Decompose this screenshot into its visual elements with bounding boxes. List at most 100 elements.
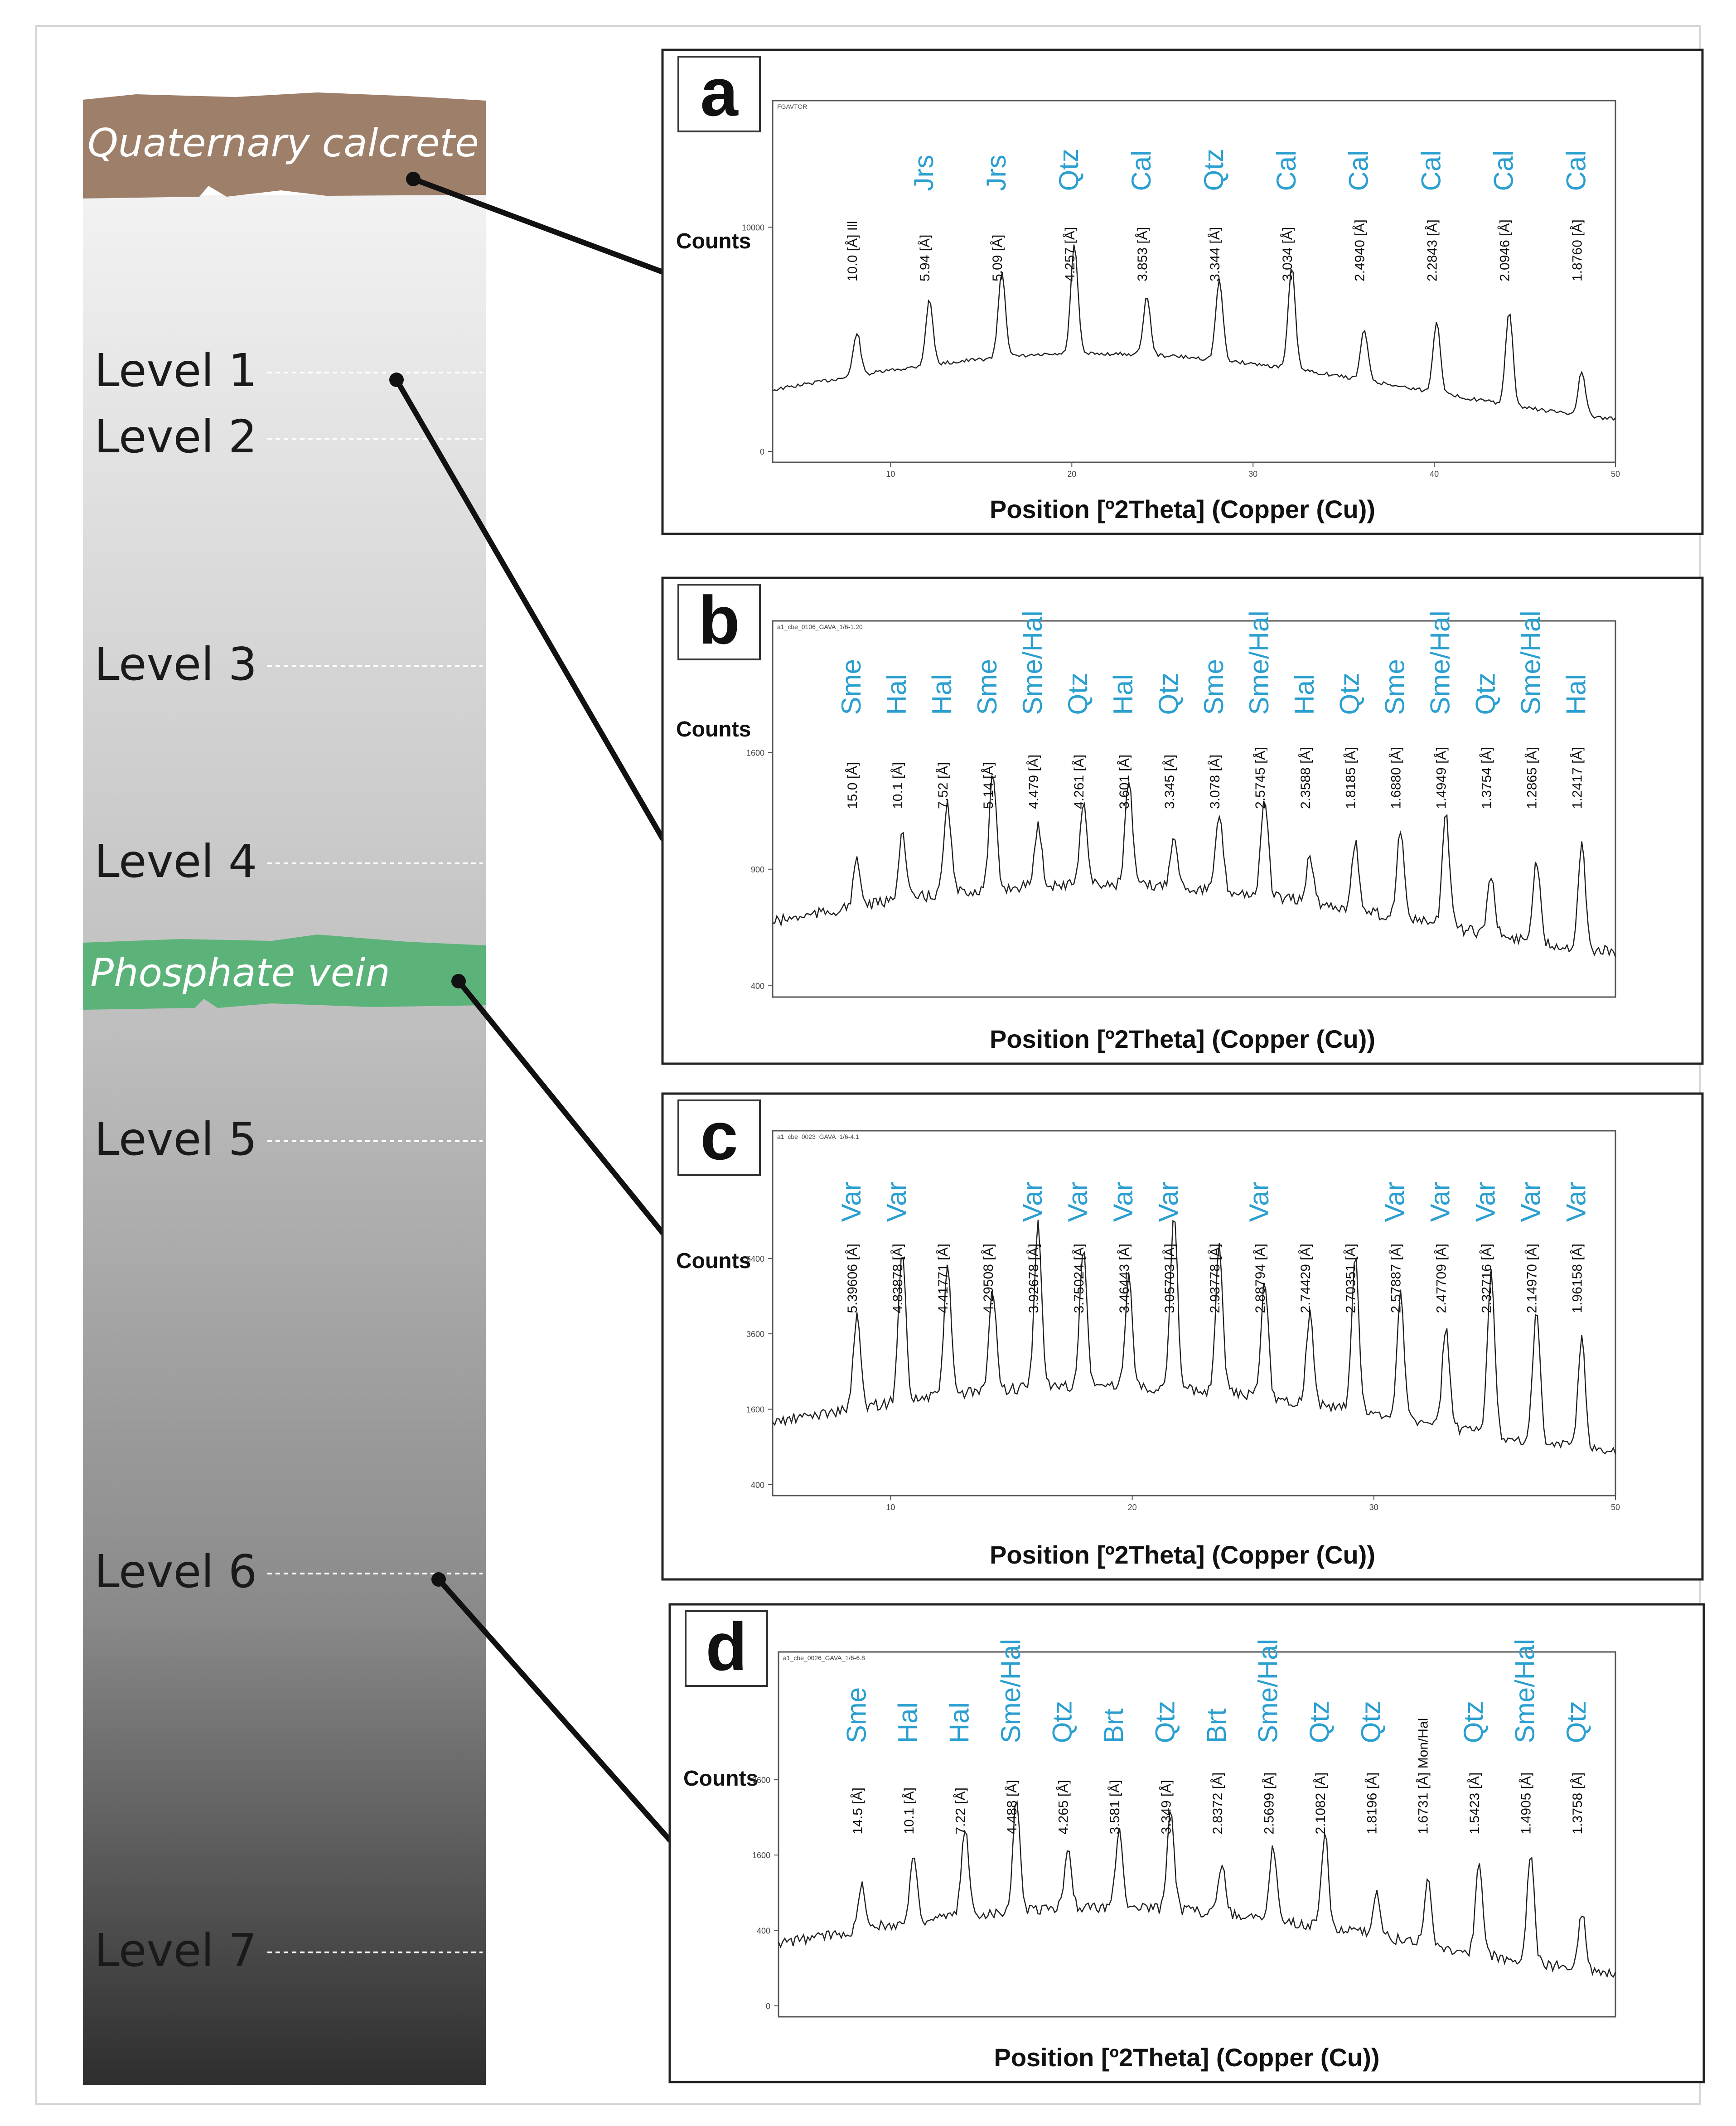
- connector-d: [436, 1577, 672, 1843]
- figure-frame: [35, 25, 1701, 2105]
- panel-d-peak-mineral: Qtz: [1355, 1701, 1386, 1743]
- panel-b-peak-mineral: Qtz: [1063, 673, 1093, 715]
- panel-c-peak-mineral: Var: [1425, 1182, 1456, 1222]
- connector-lines: [389, 172, 672, 1843]
- panel-d-plot-area: [778, 1651, 1616, 2018]
- panel-d-peak-d: 3.581 [Å]: [1107, 1780, 1122, 1834]
- panel-c-xtick-label: 50: [1611, 1503, 1620, 1512]
- panel-d-peak-mineral: Qtz: [1458, 1701, 1489, 1743]
- panel-d-pattern: [778, 1800, 1616, 1978]
- panel-a-peak-mineral: Qtz: [1199, 149, 1229, 191]
- connector-a-dot: [406, 172, 421, 186]
- panel-b-peak-d: 5.14 [Å]: [981, 762, 996, 809]
- panel-c-letter-box: [677, 1099, 761, 1176]
- panel-d-ytick-label: 400: [757, 1926, 770, 1935]
- panel-c-ytick-label: 1600: [746, 1405, 764, 1414]
- panel-c-peak-d: 3.92678 [Å]: [1026, 1244, 1041, 1313]
- connector-b: [394, 377, 665, 841]
- panel-a-letter-box: [677, 56, 761, 132]
- panel-a-peak-mineral: Jrs: [981, 155, 1011, 191]
- panel-c-plot-area: [772, 1130, 1616, 1496]
- panel-c-peak-d: 2.32716 [Å]: [1480, 1244, 1494, 1313]
- panel-c-peak-d: 2.88794 [Å]: [1253, 1244, 1268, 1313]
- panel-a-border: [661, 48, 1704, 535]
- panel-b-peak-d: 2.3588 [Å]: [1298, 747, 1313, 809]
- connector-b-dot: [389, 373, 404, 387]
- panel-b-peak-d: 3.078 [Å]: [1208, 755, 1223, 809]
- panel-a-peak-d: 5.09 [Å]: [990, 235, 1005, 281]
- panel-b-peak-d: 7.52 [Å]: [936, 762, 951, 809]
- panel-d-peak-d: 10.1 [Å]: [902, 1787, 917, 1834]
- connector-c-dot: [451, 974, 466, 988]
- panel-b-ytick-label: 400: [751, 982, 764, 991]
- column-body: [83, 195, 486, 2085]
- panel-a-xtick-label: 10: [886, 470, 895, 479]
- panel-c-peak-d: 1.96158 [Å]: [1570, 1244, 1585, 1313]
- panel-c-peak-mineral: Var: [836, 1182, 866, 1222]
- panel-c-letter: c: [700, 1098, 738, 1174]
- panel-d-xlabel: Position [º2Theta] (Copper (Cu)): [994, 2043, 1379, 2072]
- panel-c-peak-d: 4.29508 [Å]: [981, 1244, 996, 1313]
- panel-a-plot-area: [772, 100, 1616, 463]
- panel-a-header: FGAVTOR: [777, 103, 807, 110]
- panel-c-peak-mineral: Var: [1380, 1182, 1410, 1222]
- panel-d-ytick-label: 1600: [752, 1851, 770, 1860]
- panel-a-peak-d: 1.8760 [Å]: [1570, 219, 1585, 281]
- panel-a-peak-mineral: Jrs: [909, 155, 939, 191]
- panel-a-ylabel: Counts: [676, 229, 751, 253]
- level-6-label: Level 6: [94, 1545, 257, 1598]
- level-7-label: Level 7: [94, 1924, 257, 1977]
- level-3-label: Level 3: [94, 638, 257, 691]
- panel-b-peak-mineral: Qtz: [1335, 673, 1365, 715]
- panel-b-peak-d: 1.4949 [Å]: [1434, 747, 1449, 809]
- panel-d-peak-d: 1.4905 [Å]: [1519, 1772, 1534, 1835]
- panel-d-ytick-label: 3600: [752, 1776, 770, 1785]
- panel-a-peak-d: 3.853 [Å]: [1135, 227, 1150, 281]
- panel-b-peak-mineral: Qtz: [1153, 673, 1184, 715]
- panel-d-peak-d: 7.22 [Å]: [953, 1787, 968, 1834]
- panel-a-peak-mineral: Cal: [1126, 150, 1156, 191]
- panel-d-peak-d: 2.8372 [Å]: [1210, 1772, 1225, 1835]
- panel-b-peak-d: 1.6880 [Å]: [1389, 747, 1404, 809]
- phosphate-vein-label: Phosphate vein: [90, 950, 390, 996]
- panel-d-peak-d: 1.5423 [Å]: [1467, 1772, 1482, 1835]
- panel-a-peak-mineral: Qtz: [1054, 149, 1084, 191]
- connector-a: [411, 176, 665, 275]
- panel-c-peak-mineral: Var: [1108, 1182, 1138, 1222]
- panel-a-xtick-label: 20: [1067, 470, 1076, 479]
- panel-a-peak-mineral: Cal: [1561, 150, 1591, 191]
- panel-b-peak-d: 1.2865 [Å]: [1525, 747, 1540, 809]
- panel-c-peak-d: 3.75024 [Å]: [1072, 1244, 1087, 1313]
- panel-b-pattern: [772, 775, 1616, 957]
- panel-b-header: a1_cbe_0106_GAVA_1/6-1.20: [777, 623, 863, 630]
- panel-c-peak-d: 5.39606 [Å]: [845, 1244, 860, 1313]
- panel-b-peak-mineral: Sme: [1380, 659, 1410, 715]
- panel-b-peak-mineral: Hal: [1108, 674, 1138, 715]
- panel-b-peak-mineral: Sme: [972, 659, 1002, 715]
- panel-c-header: a1_cbe_0023_GAVA_1/6-4.1: [777, 1133, 859, 1140]
- panel-b-peak-mineral: Qtz: [1470, 673, 1501, 715]
- panel-d-peak-mineral: Sme/Hal: [1252, 1639, 1283, 1743]
- panel-a-xtick-label: 30: [1248, 470, 1257, 479]
- panel-c-ytick-label: 6400: [746, 1254, 764, 1264]
- panel-a-peak-d: 10.0 [Å] Ill: [845, 221, 860, 281]
- panel-c-peak-d: 4.83878 [Å]: [890, 1244, 905, 1313]
- panel-d-peak-mineral: Brt: [1201, 1708, 1232, 1743]
- panel-c-pattern: [772, 1220, 1616, 1455]
- panel-a-peak-d: 2.0946 [Å]: [1498, 219, 1513, 281]
- panel-b-peak-d: 1.2417 [Å]: [1570, 747, 1585, 809]
- phosphate-vein-layer: [83, 935, 486, 1010]
- panel-d-peak-mineral: Hal: [944, 1702, 975, 1743]
- panel-a-ytick-label: 10000: [742, 223, 764, 232]
- panel-b-peak-mineral: Sme/Hal: [1244, 610, 1274, 715]
- panel-d-peak-d: 4.488 [Å]: [1005, 1780, 1020, 1834]
- panel-a-peak-d: 3.034 [Å]: [1280, 227, 1295, 281]
- panel-b-ylabel: Counts: [676, 717, 751, 741]
- panel-b-peak-d: 4.479 [Å]: [1026, 755, 1041, 809]
- panel-b-peak-mineral: Sme: [1199, 659, 1229, 715]
- panel-c-peak-mineral: Var: [1516, 1182, 1546, 1222]
